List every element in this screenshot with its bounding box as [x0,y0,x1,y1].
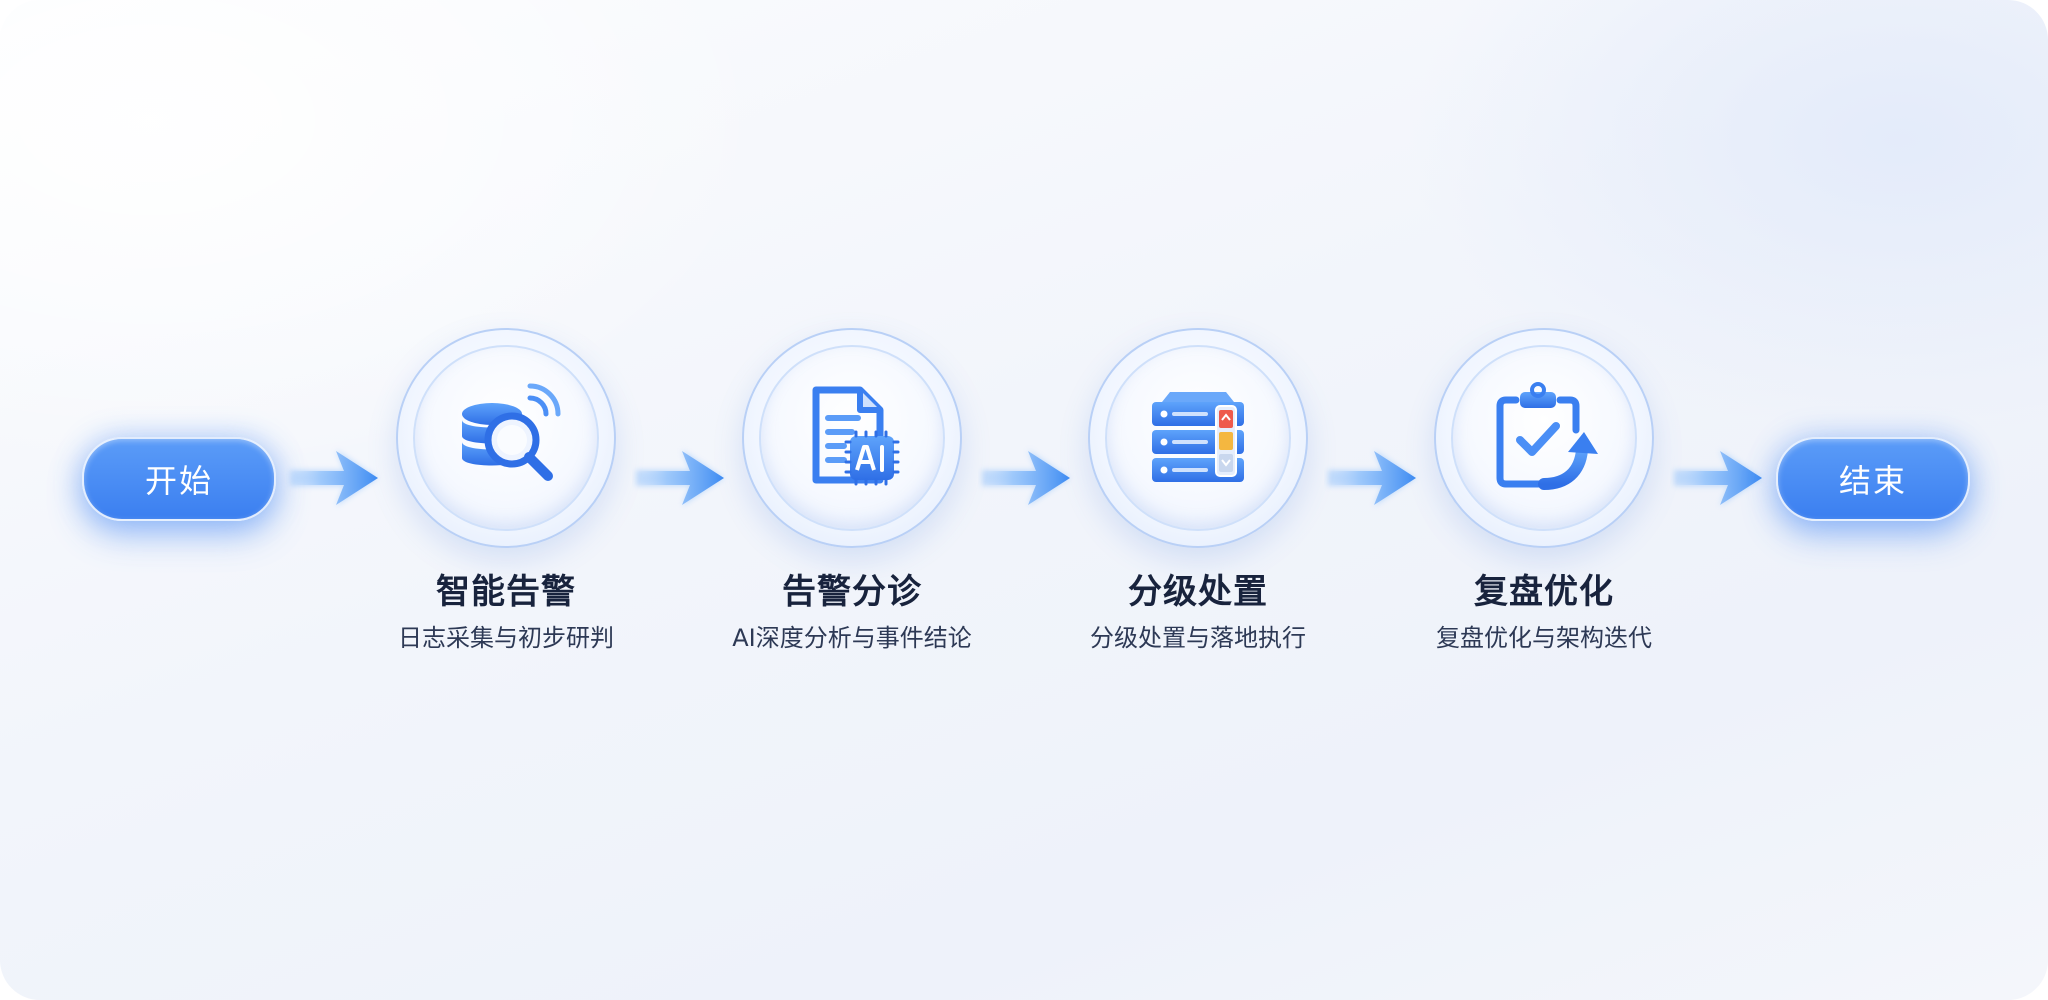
step-subtitle: 日志采集与初步研判 [398,624,614,652]
flow-arrow-4 [1328,450,1416,506]
end-pill: 结束 [1776,437,1970,521]
server-stack-icon [1152,392,1244,482]
flow-arrow-5 [1674,450,1762,506]
flow-arrow-1 [290,450,378,506]
step-subtitle: 分级处置与落地执行 [1090,624,1306,652]
flow-arrow-3 [982,450,1070,506]
database-search-icon [462,383,561,481]
step-title: 告警分诊 [782,572,922,612]
start-pill: 开始 [82,437,276,521]
step-alert-triage: 告警分诊 AI深度分析与事件结论 [732,328,972,652]
step-title: 智能告警 [436,572,576,612]
step-smart-alert: 智能告警 日志采集与初步研判 [396,328,616,652]
step-icon-ring [1088,328,1308,548]
step-icon-ring [396,328,616,548]
step-title: 分级处置 [1128,572,1268,612]
step-tiered-response: 分级处置 分级处置与落地执行 [1088,328,1308,652]
flow-arrow-2 [636,450,724,506]
document-ai-chip-icon [812,386,900,486]
step-title: 复盘优化 [1474,572,1614,612]
step-subtitle: AI深度分析与事件结论 [732,624,972,652]
step-review-optimize: 复盘优化 复盘优化与架构迭代 [1434,328,1654,652]
step-icon-ring [1434,328,1654,548]
step-icon-ring [742,328,962,548]
step-subtitle: 复盘优化与架构迭代 [1436,624,1652,652]
clipboard-check-refresh-icon [1496,382,1598,490]
